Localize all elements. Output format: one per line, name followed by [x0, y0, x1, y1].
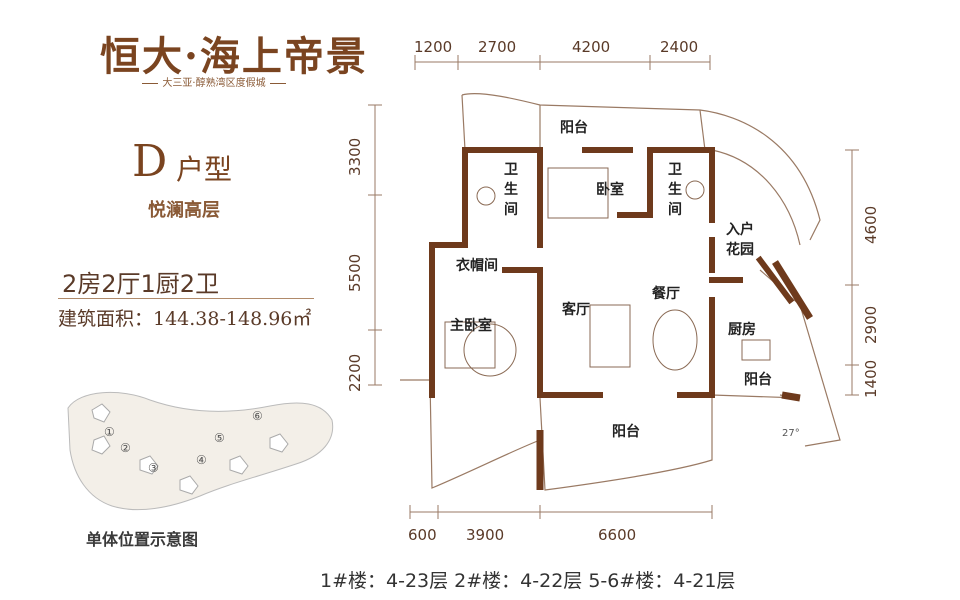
site-marker-4: ④ [196, 453, 207, 467]
floor-range-info: 1#楼：4-23层 2#楼：4-22层 5-6#楼：4-21层 [320, 570, 736, 592]
room-bath-left: 卫 生 间 [504, 162, 518, 218]
room-closet: 衣帽间 [456, 257, 498, 274]
site-building [91, 435, 111, 455]
site-marker-6: ⑥ [252, 409, 263, 423]
unit-letter: D [132, 136, 168, 187]
room-bedroom: 卧室 [596, 181, 624, 198]
master-rug [463, 323, 517, 377]
room-bath-right: 卫 生 间 [668, 162, 682, 218]
room-kitchen: 厨房 [728, 321, 756, 338]
dim-top-4: 2400 [660, 38, 698, 56]
room-living: 客厅 [561, 301, 590, 318]
dim-left-3: 2200 [346, 354, 364, 392]
site-marker-3: ③ [148, 461, 159, 475]
bedroom-bed [547, 167, 609, 219]
dining-table [652, 309, 698, 371]
dim-bottom-1: 600 [408, 526, 437, 544]
room-master-bedroom: 主卧室 [450, 317, 492, 334]
kitchen-stove [741, 339, 771, 361]
site-marker-2: ② [120, 441, 131, 455]
site-marker-5: ⑤ [214, 431, 225, 445]
room-dining: 餐厅 [651, 285, 680, 302]
dim-top-3: 4200 [572, 38, 610, 56]
room-balcony-right: 阳台 [744, 371, 772, 388]
living-sofa [589, 304, 631, 368]
brand-subtitle: 大三亚·醇熟湾区度假城 [124, 74, 304, 89]
room-entry-garden: 入户 花园 [726, 222, 754, 258]
toilet-left [476, 186, 496, 206]
building-type-label: 悦澜高层 [148, 200, 220, 221]
divider-line [58, 298, 314, 299]
brand-title: 恒大·海上帝景 [100, 33, 368, 80]
dim-bottom-3: 6600 [598, 526, 636, 544]
room-balcony-top: 阳台 [560, 119, 588, 136]
site-building [139, 455, 159, 475]
dim-top-2: 2700 [478, 38, 516, 56]
site-building [179, 475, 199, 495]
site-building [91, 403, 111, 423]
site-buildings [91, 403, 289, 495]
site-land-shape [67, 391, 334, 511]
dim-right-1: 4600 [862, 206, 880, 244]
dimension-lines [368, 55, 859, 519]
angle-label: 27° [782, 428, 800, 439]
toilet-right [685, 180, 705, 200]
dim-right-3: 1400 [862, 360, 880, 398]
dim-left-2: 5500 [346, 254, 364, 292]
site-plan-map: ① ② ③ ④ ⑤ ⑥ [67, 391, 334, 511]
balcony-rail-thick [536, 260, 813, 490]
room-layout-label: 2房2厅1厨2卫 [62, 270, 220, 298]
dim-bottom-2: 3900 [466, 526, 504, 544]
dim-right-2: 2900 [862, 306, 880, 344]
furniture [444, 167, 771, 377]
master-bed [444, 321, 496, 369]
room-balcony-bottom: 阳台 [612, 423, 640, 440]
unit-type-label: 户型 [176, 153, 233, 186]
site-building [229, 455, 249, 475]
floor-area-label: 建筑面积：144.38-148.96㎡ [58, 308, 312, 330]
site-marker-1: ① [104, 425, 115, 439]
walls [429, 147, 795, 398]
site-plan-caption: 单体位置示意图 [86, 530, 199, 549]
dim-left-1: 3300 [346, 138, 364, 176]
site-building [269, 433, 289, 453]
dim-top-1: 1200 [414, 38, 452, 56]
